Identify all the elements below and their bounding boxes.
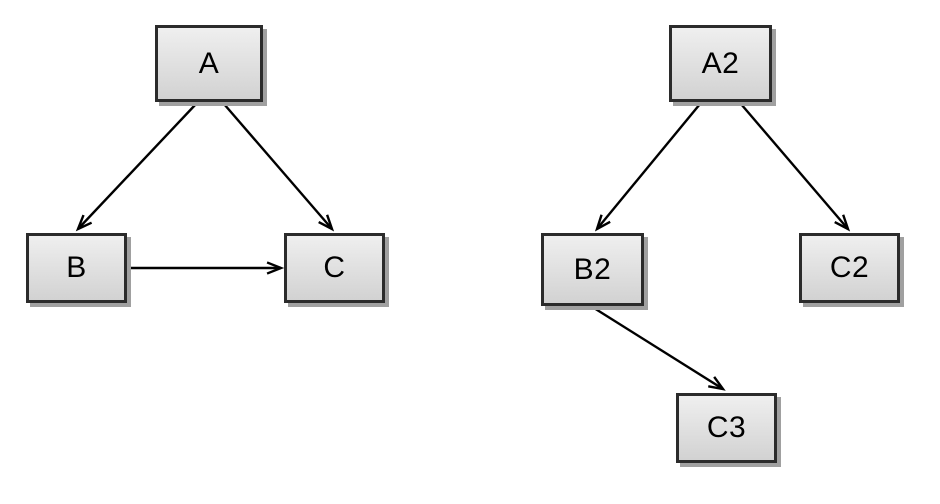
node-c3[interactable]: C3 xyxy=(676,393,777,463)
arrowhead-icon xyxy=(266,261,285,275)
node-c[interactable]: C xyxy=(284,233,385,303)
node-b2[interactable]: B2 xyxy=(541,233,644,306)
node-c2[interactable]: C2 xyxy=(799,233,900,303)
edge-a2-to-b2 xyxy=(594,103,701,232)
edge-a2-to-c2 xyxy=(740,103,851,232)
node-a2[interactable]: A2 xyxy=(669,25,772,102)
edge-b-to-c xyxy=(129,261,285,275)
arrowhead-icon xyxy=(834,214,851,232)
edge-line xyxy=(740,103,849,230)
edge-a-to-b xyxy=(75,103,197,232)
node-label: A xyxy=(198,46,220,80)
node-label: C xyxy=(323,251,346,284)
edge-a-to-c xyxy=(223,103,335,232)
edge-b2-to-c3 xyxy=(593,306,726,391)
node-label: C3 xyxy=(706,411,747,444)
arrowhead-icon xyxy=(708,376,726,391)
arrowhead-icon xyxy=(318,214,335,232)
edge-line xyxy=(223,103,333,230)
node-label: B xyxy=(66,251,87,284)
node-b[interactable]: B xyxy=(26,233,127,303)
node-a[interactable]: A xyxy=(155,25,263,102)
edge-line xyxy=(593,306,724,391)
node-label: C2 xyxy=(829,251,870,284)
edge-line xyxy=(77,103,197,230)
arrowhead-icon xyxy=(75,214,93,232)
node-label: B2 xyxy=(573,252,612,286)
edge-line xyxy=(596,103,701,230)
arrowhead-icon xyxy=(594,214,611,232)
node-label: A2 xyxy=(701,46,740,80)
